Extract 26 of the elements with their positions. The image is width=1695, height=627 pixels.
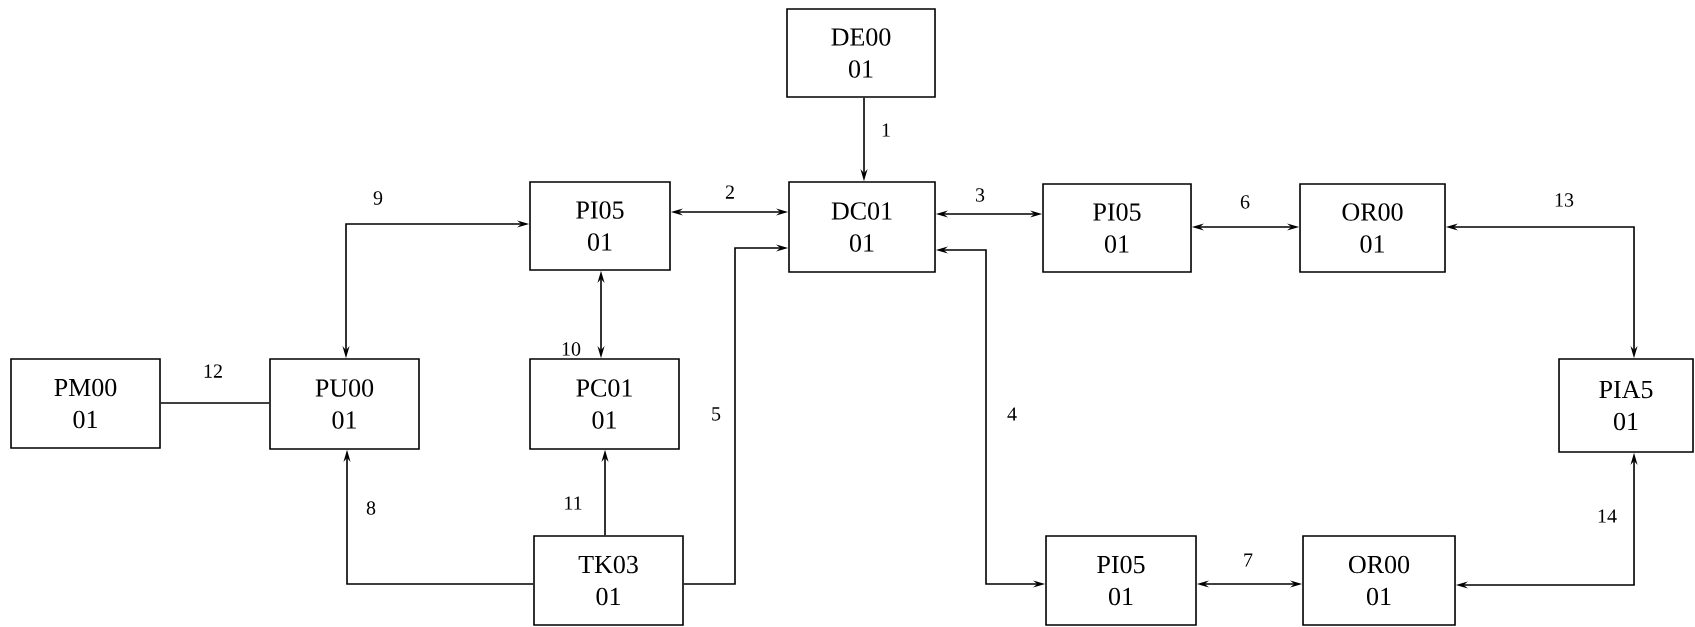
edge-label: 8 (366, 501, 376, 515)
process-box: TK03 01 (533, 535, 684, 626)
edge-label: 13 (1555, 193, 1574, 207)
edge-label: 7 (1244, 553, 1253, 567)
process-box: PI05 01 (1042, 183, 1192, 273)
process-box: PM00 01 (10, 358, 161, 449)
edge-label: 5 (712, 407, 721, 421)
edge-label: 10 (562, 342, 581, 356)
edge-label: 1 (882, 123, 890, 137)
edge-label: 4 (1007, 407, 1017, 421)
edge-label: 14 (1598, 509, 1617, 523)
edge-label: 12 (204, 364, 222, 378)
edge-label: 2 (725, 185, 734, 199)
edge-label: 11 (565, 496, 582, 510)
edge-label: 3 (975, 188, 985, 202)
process-box: PI05 01 (529, 181, 671, 271)
process-box: PI05 01 (1045, 535, 1197, 626)
process-box: PC01 01 (529, 358, 680, 450)
process-box: OR00 01 (1299, 183, 1446, 273)
edge-label: 6 (1240, 195, 1250, 209)
edge-label: 9 (373, 191, 383, 205)
process-box: DE00 01 (786, 8, 936, 98)
process-box: OR00 01 (1302, 535, 1456, 626)
process-box: DC01 01 (788, 181, 936, 273)
process-box: PU00 01 (269, 358, 420, 450)
process-box: PIA5 01 (1558, 358, 1694, 453)
